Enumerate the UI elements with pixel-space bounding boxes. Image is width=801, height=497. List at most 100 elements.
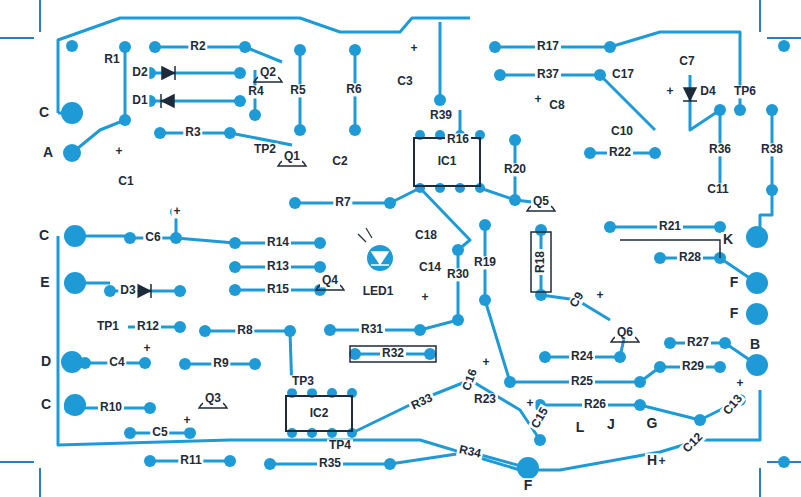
part-label: R22	[607, 146, 633, 159]
part-label: R28	[677, 251, 703, 264]
part-outlines	[199, 74, 720, 408]
part-label: +	[524, 397, 535, 410]
part-label: C14	[417, 261, 443, 274]
part-label: R33	[407, 391, 436, 414]
part-label: Q5	[531, 195, 551, 208]
part-label: D3	[118, 284, 137, 297]
part-label: +	[480, 356, 491, 369]
part-label: TP6	[732, 85, 758, 98]
connection-letter: K	[721, 232, 735, 247]
part-label: R20	[502, 163, 528, 176]
connection-letter: C	[37, 105, 51, 120]
part-label: +	[532, 93, 543, 106]
part-label: R35	[317, 457, 343, 470]
part-label: R3	[183, 126, 202, 139]
ic-label: IC1	[436, 155, 459, 168]
part-label: +	[419, 291, 430, 304]
part-label: +	[141, 342, 152, 355]
part-label: R14	[265, 236, 291, 249]
part-label: R18	[534, 249, 547, 275]
part-label: R15	[265, 283, 291, 296]
part-label: R2	[188, 40, 207, 53]
part-label: R4	[246, 85, 265, 98]
part-label: D2	[130, 66, 149, 79]
part-label: R37	[535, 68, 561, 81]
connection-letter: J	[605, 417, 617, 432]
connection-letter: E	[38, 275, 51, 290]
part-label: C11	[705, 183, 730, 196]
part-label: R31	[359, 323, 385, 336]
part-label: R29	[680, 360, 706, 373]
part-label: R5	[288, 84, 307, 97]
connection-letter: C	[37, 228, 51, 243]
part-label: LED1	[361, 285, 396, 298]
part-label: C17	[610, 68, 636, 81]
part-label: R12	[135, 320, 161, 333]
part-label: R27	[685, 336, 711, 349]
part-label: C4	[107, 356, 126, 369]
part-label: C16	[459, 366, 480, 395]
part-label: R10	[98, 401, 124, 414]
part-label: +	[594, 289, 605, 302]
part-label: Q4	[320, 274, 340, 287]
part-label: R24	[569, 350, 595, 363]
part-label: D4	[698, 85, 717, 98]
part-label: R21	[657, 220, 683, 233]
diode-symbols	[138, 66, 697, 298]
part-label: R16	[445, 133, 471, 146]
part-label: Q3	[203, 392, 223, 405]
connection-letter: F	[522, 478, 535, 493]
part-label: R26	[582, 398, 608, 411]
part-label: R8	[235, 324, 254, 337]
part-label: R36	[707, 143, 733, 156]
part-label: C12	[679, 429, 707, 457]
connection-letter: D	[39, 354, 53, 369]
part-label: R1	[102, 53, 121, 66]
connection-letter: A	[41, 145, 55, 160]
part-label: R25	[569, 375, 595, 388]
part-label: R19	[472, 256, 498, 269]
part-label: Q2	[258, 66, 278, 79]
connection-letter: H	[645, 453, 659, 468]
part-label: C5	[150, 426, 169, 439]
connection-letter: F	[728, 275, 741, 290]
part-label: R11	[178, 454, 203, 467]
part-label: TP3	[290, 375, 316, 388]
part-label: R6	[344, 83, 363, 96]
part-label: C18	[413, 229, 439, 242]
part-label: C1	[116, 175, 135, 188]
pads	[61, 40, 790, 479]
part-label: +	[181, 414, 192, 427]
connection-letter: B	[748, 337, 762, 352]
part-label: C7	[677, 55, 696, 68]
part-label: D1	[130, 94, 149, 107]
part-label: R23	[472, 393, 498, 406]
part-label: R7	[333, 196, 352, 209]
part-label: C6	[143, 231, 162, 244]
part-label: C3	[395, 75, 414, 88]
part-label: R9	[211, 357, 230, 370]
part-label: Q6	[615, 326, 635, 339]
part-label: +	[113, 145, 124, 158]
connection-letter: F	[728, 306, 741, 321]
part-label: TP4	[327, 439, 353, 452]
connection-letter: C	[39, 397, 53, 412]
part-label: TP2	[252, 143, 278, 156]
part-label: +	[408, 42, 419, 55]
part-label: R32	[380, 347, 406, 360]
part-label: R39	[428, 109, 454, 122]
part-label: R17	[535, 40, 561, 53]
part-label: C2	[330, 155, 349, 168]
part-label: +	[734, 377, 745, 390]
part-label: Q1	[282, 150, 302, 163]
part-label: R38	[759, 143, 785, 156]
connection-letter: G	[645, 416, 660, 431]
part-label: R30	[445, 268, 471, 281]
part-label: +	[664, 85, 675, 98]
part-label: TP1	[95, 320, 121, 333]
traces	[58, 18, 772, 470]
part-label: +	[171, 205, 182, 218]
part-label: C10	[609, 125, 635, 138]
